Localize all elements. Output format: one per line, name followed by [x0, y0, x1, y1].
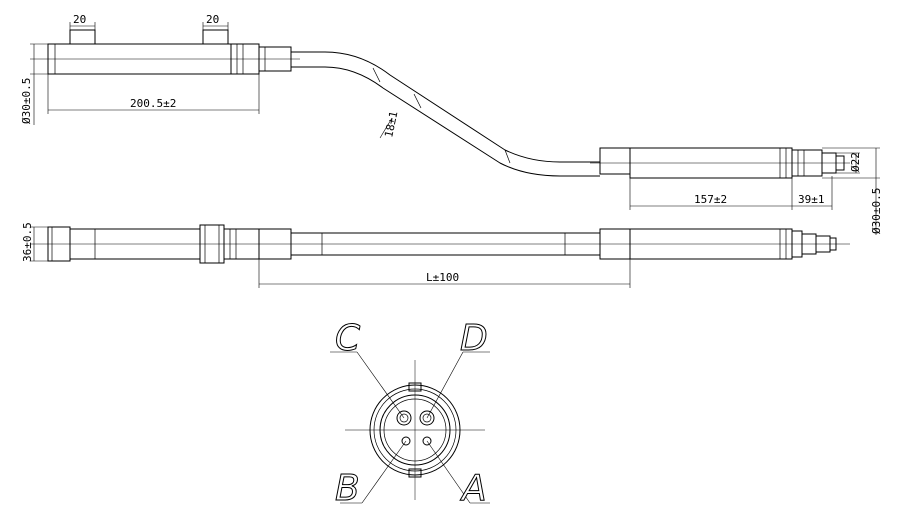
pin-c [396, 410, 412, 426]
right-diameter-dim: Ø30±0.5 [870, 188, 883, 234]
right-length-a-dim: 157±2 [694, 193, 727, 206]
top-assembly [30, 29, 850, 179]
pin-label-c: C [335, 318, 361, 359]
left-mount-pad [69, 29, 96, 45]
pin-label-a: A [460, 468, 487, 509]
top-diameter-dim: Ø30±0.5 [20, 78, 33, 124]
pin-d [419, 410, 435, 426]
connector-face: C D B A [330, 318, 490, 510]
connector-inner-ring [379, 394, 451, 466]
right-mount-pad [202, 29, 229, 45]
bent-cable-lower [291, 66, 600, 177]
pin-a [422, 436, 432, 446]
connector-key-bottom [408, 468, 422, 478]
bottom-length-dim: L±100 [426, 271, 459, 284]
pin-label-d: D [460, 318, 488, 359]
bend-offset-dim: 18±1 [382, 110, 400, 139]
bottom-diameter-dim: 36±0.5 [21, 222, 34, 262]
connector-outer-ring [369, 384, 461, 476]
connector-key-top [408, 382, 422, 392]
straight-dimensions: 36±0.5 L±100 [21, 222, 631, 288]
connector-diameter-dim: Ø22 [849, 152, 862, 172]
left-strain-relief [258, 46, 292, 72]
right-strain-relief [599, 147, 631, 175]
top-dimensions: 20 20 Ø30±0.5 200.5±2 18±1 157±2 39±1 Ø2… [20, 13, 883, 235]
pin-label-b: B [335, 468, 360, 509]
top-left-pad-dim: 20 [73, 13, 86, 26]
top-length-dim: 200.5±2 [130, 97, 176, 110]
bent-cable-upper [291, 51, 600, 163]
top-right-pad-dim: 20 [206, 13, 219, 26]
right-length-b-dim: 39±1 [798, 193, 825, 206]
pin-b [401, 436, 411, 446]
straight-assembly [30, 224, 850, 264]
